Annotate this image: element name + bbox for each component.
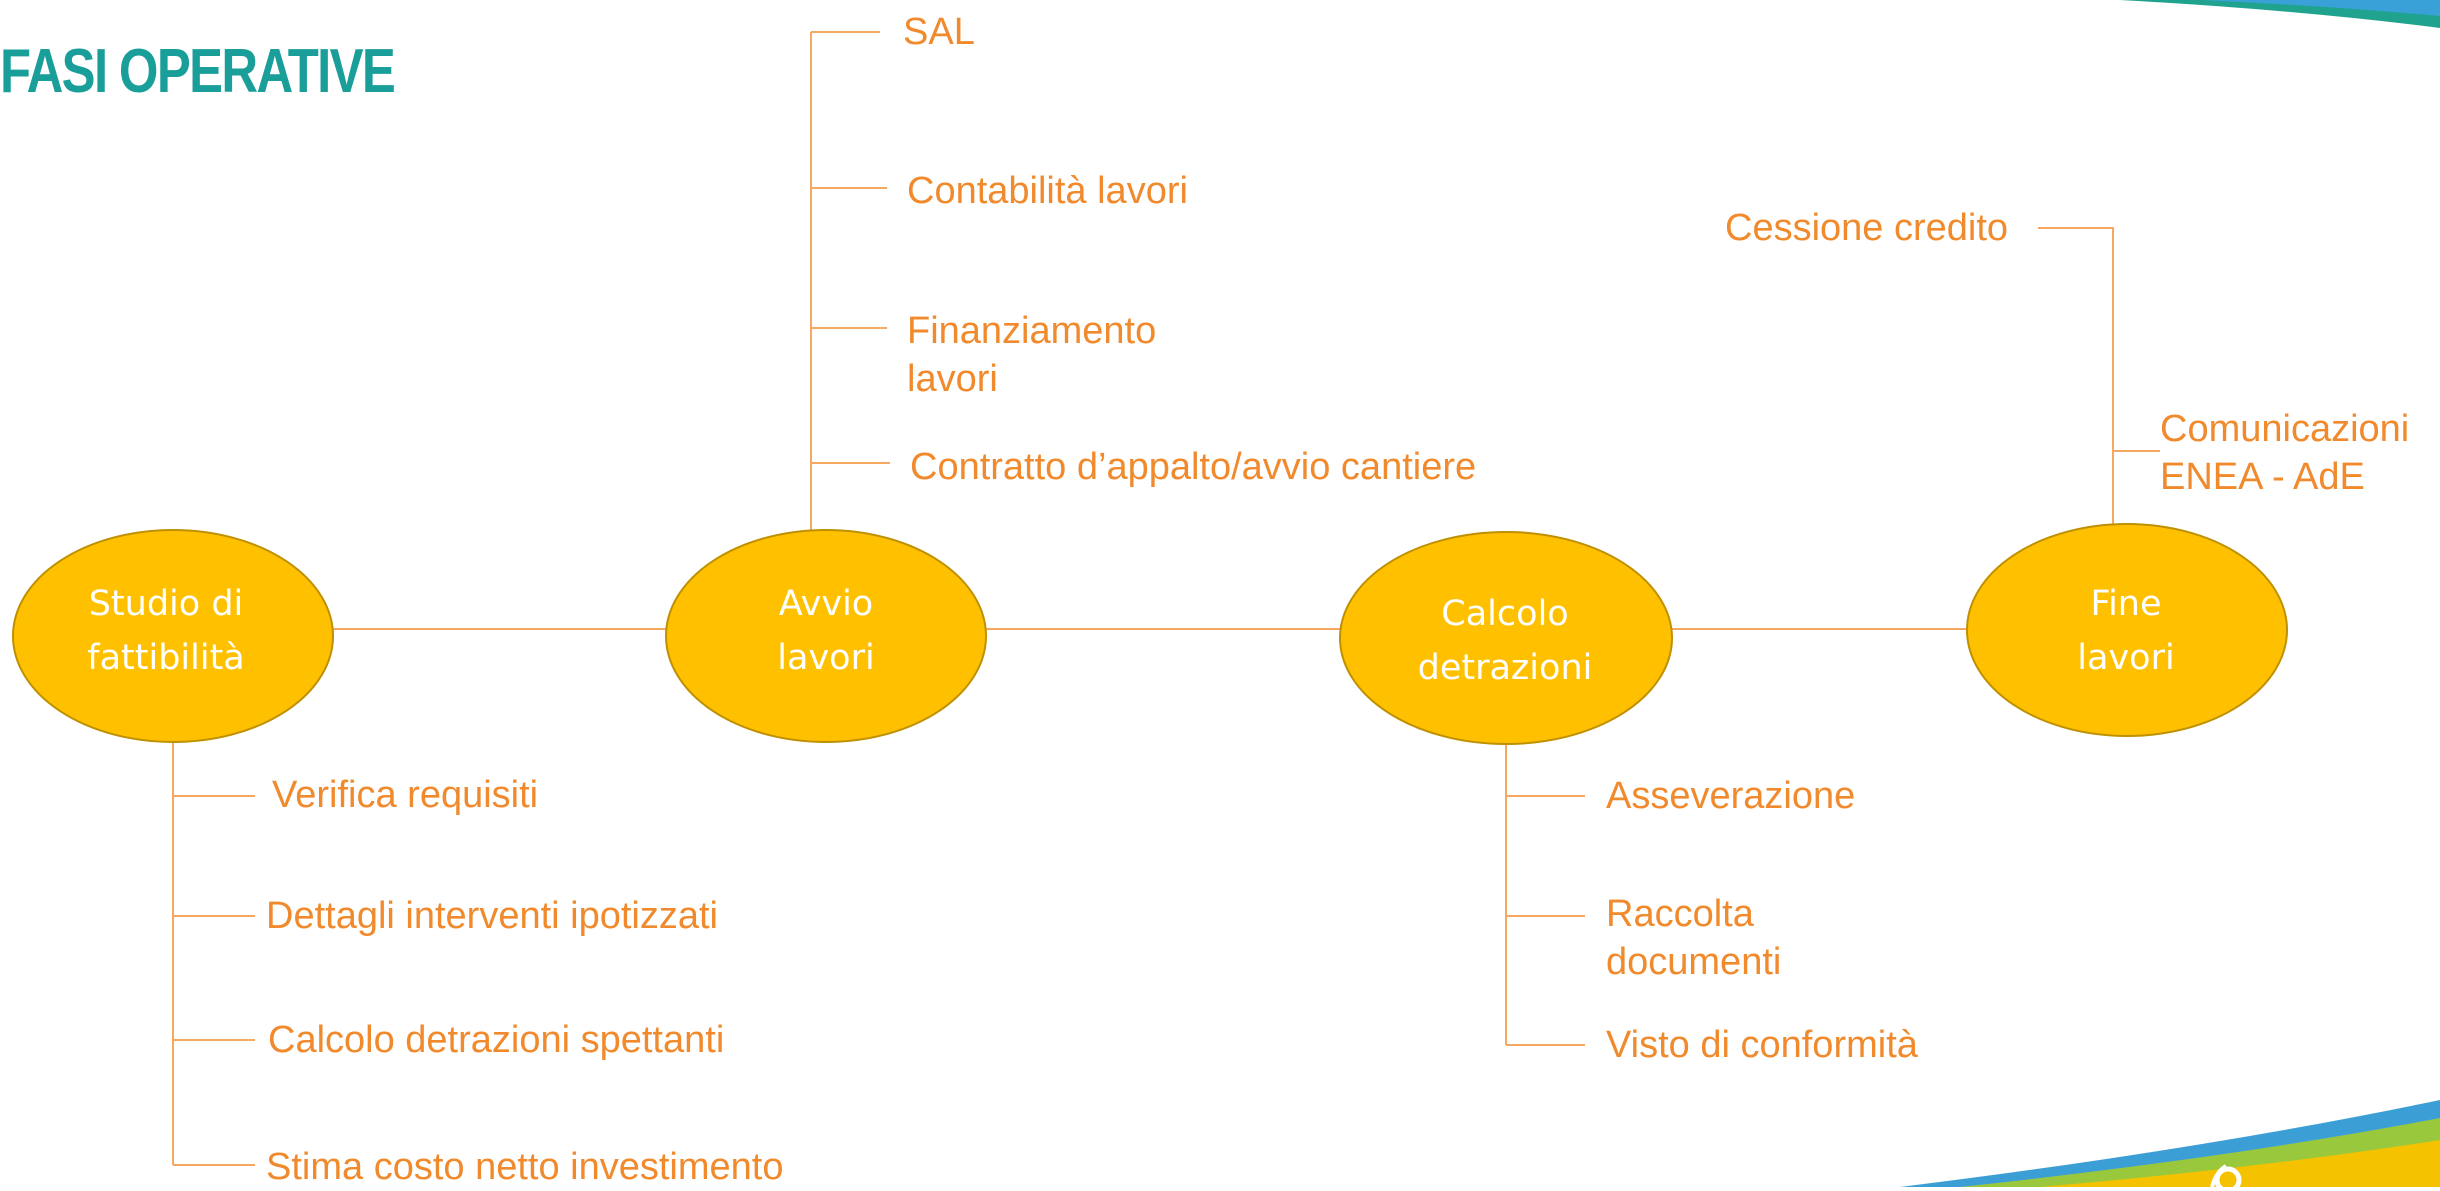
branch-fine-1: [2038, 227, 2114, 532]
page-title: FASI OPERATIVE: [0, 37, 396, 106]
branch-label-asseverazione: Asseverazione: [1606, 775, 1856, 817]
branch-label-visto-conformita: Visto di conformità: [1606, 1024, 1918, 1066]
node-label-studio: Studio di fattibilità: [87, 584, 245, 678]
branch-label-verifica-requisiti: Verifica requisiti: [272, 774, 539, 816]
branch-label-contabilita-lavori: Contabilità lavori: [907, 170, 1188, 212]
branch-label-comunicazioni-enea: Comunicazioni ENEA - AdE: [2160, 408, 2410, 498]
branch-label-calcolo-detrazioni-spettanti: Calcolo detrazioni spettanti: [268, 1019, 725, 1061]
node-calcolo: [1339, 531, 1673, 745]
decorative-corner-bottom-right: [1900, 1100, 2440, 1187]
node-label-avvio: Avvio lavori: [777, 584, 875, 678]
branch-label-contratto-appalto: Contratto d’appalto/avvio cantiere: [910, 446, 1477, 488]
node-studio: [12, 529, 334, 743]
gear-icon: [2210, 1164, 2242, 1187]
branch-label-stima-costo: Stima costo netto investimento: [266, 1146, 784, 1188]
node-avvio: [665, 529, 987, 743]
branch-label-raccolta-documenti: Raccolta documenti: [1606, 893, 1782, 983]
decorative-corner-top-right: [2120, 0, 2440, 28]
connectors: [172, 31, 2160, 1166]
branch-label-sal: SAL: [903, 11, 975, 53]
branch-label-dettagli-interventi: Dettagli interventi ipotizzati: [266, 895, 718, 937]
branch-label-finanziamento-lavori: Finanziamento lavori: [907, 310, 1157, 400]
nodes: [12, 523, 2288, 745]
node-label-calcolo: Calcolo detrazioni: [1417, 594, 1593, 688]
node-fine: [1966, 523, 2288, 737]
branch-label-cessione-credito: Cessione credito: [1725, 207, 2009, 249]
node-label-fine: Fine lavori: [2077, 584, 2175, 678]
